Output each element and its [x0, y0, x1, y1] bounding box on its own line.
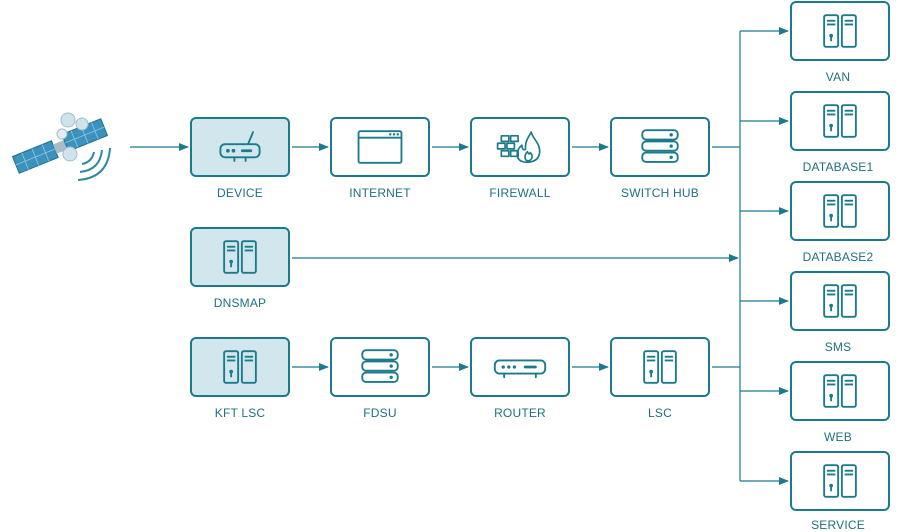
dnsmap-label: DNSMAP: [213, 296, 267, 310]
server-tower-icon: [823, 194, 857, 228]
van-label: VAN: [825, 70, 851, 84]
service-label: SERVICE: [811, 518, 865, 532]
sms-label: SMS: [824, 340, 852, 354]
switch-hub-label: SWITCH HUB: [621, 186, 699, 200]
server-tower-icon: [823, 14, 857, 48]
server-stack-icon: [361, 349, 399, 383]
lsc-node[interactable]: [610, 337, 710, 397]
service-node[interactable]: [790, 451, 890, 511]
fdsu-label: FDSU: [363, 406, 397, 420]
router-icon: [493, 359, 547, 379]
server-tower-icon: [823, 284, 857, 318]
database2-label: DATABASE2: [802, 250, 874, 264]
dnsmap-node[interactable]: [190, 227, 290, 287]
web-node[interactable]: [790, 361, 890, 421]
server-tower-icon: [223, 240, 257, 274]
fdsu-node[interactable]: [330, 337, 430, 397]
server-stack-icon: [641, 129, 679, 163]
server-tower-icon: [223, 350, 257, 384]
sms-node[interactable]: [790, 271, 890, 331]
kft-lsc-label: KFT LSC: [214, 406, 266, 420]
web-label: WEB: [824, 430, 852, 444]
van-node[interactable]: [790, 1, 890, 61]
device-label: DEVICE: [217, 186, 263, 200]
database1-node[interactable]: [790, 91, 890, 151]
lsc-label: LSC: [648, 406, 672, 420]
server-tower-icon: [823, 374, 857, 408]
internet-label: INTERNET: [349, 186, 411, 200]
database1-label: DATABASE1: [802, 160, 874, 174]
server-tower-icon: [823, 464, 857, 498]
router-node[interactable]: [470, 337, 570, 397]
internet-node[interactable]: [330, 117, 430, 177]
device-node[interactable]: [190, 117, 290, 177]
firewall-icon: [496, 131, 541, 163]
kft-lsc-node[interactable]: [190, 337, 290, 397]
firewall-label: FIREWALL: [489, 186, 551, 200]
server-tower-icon: [823, 104, 857, 138]
firewall-node[interactable]: [470, 117, 570, 177]
satellite-icon: [6, 104, 114, 188]
server-tower-icon: [643, 350, 677, 384]
router-label: ROUTER: [494, 406, 546, 420]
database2-node[interactable]: [790, 181, 890, 241]
switch-hub-node[interactable]: [610, 117, 710, 177]
browser-window-icon: [357, 130, 403, 164]
router-icon: [219, 131, 261, 162]
